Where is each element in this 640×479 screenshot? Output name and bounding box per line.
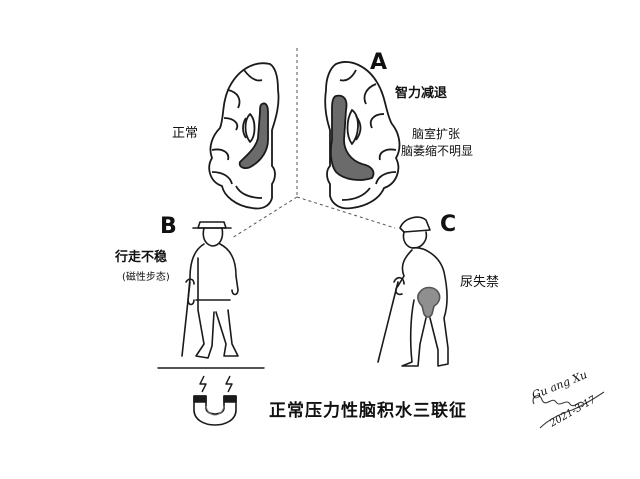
- label-ventricle-enlarged: 脑室扩张: [412, 126, 460, 143]
- label-c: C: [440, 212, 456, 237]
- label-incontinence: 尿失禁: [460, 271, 499, 290]
- elderly-man-gait-icon: [158, 222, 264, 368]
- diagram-title: 正常压力性脑积水三联征: [269, 396, 467, 421]
- label-a: A: [370, 50, 387, 75]
- lateral-ventricle-enlarged: [331, 96, 374, 180]
- lightning-icon: [200, 376, 232, 392]
- label-magnetic-gait: (磁性步态): [122, 268, 170, 283]
- magnet-icon: [194, 396, 236, 425]
- label-gait: 行走不稳: [115, 246, 167, 265]
- brain-hydrocephalus-icon: [325, 62, 399, 208]
- label-dementia: 智力减退: [395, 82, 447, 101]
- label-normal: 正常: [172, 122, 198, 141]
- bladder-icon: [418, 288, 440, 318]
- label-b: B: [160, 214, 177, 239]
- brain-normal-icon: [209, 63, 278, 208]
- elderly-man-incontinence-icon: [378, 217, 448, 366]
- label-no-atrophy: 脑萎缩不明显: [401, 143, 473, 160]
